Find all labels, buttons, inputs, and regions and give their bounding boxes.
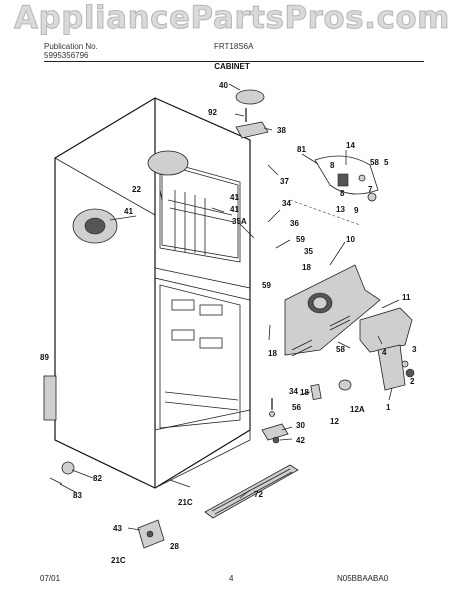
callout-43: 43	[113, 524, 122, 533]
callout-21C: 21C	[111, 556, 126, 565]
callout-36: 36	[290, 219, 299, 228]
callout-18: 18	[300, 388, 309, 397]
callout-11: 11	[402, 293, 411, 302]
callout-82: 82	[93, 474, 102, 483]
callout-72: 72	[254, 490, 263, 499]
callout-81: 81	[297, 145, 306, 154]
cabinet-body	[54, 97, 251, 489]
callout-4: 4	[382, 348, 387, 357]
section-title: CABINET	[214, 62, 250, 71]
part-38	[235, 121, 269, 139]
callout-7: 7	[368, 185, 373, 194]
watermark: AppliancePartsPros.com	[14, 0, 450, 37]
callout-13: 13	[336, 205, 345, 214]
callout-18: 18	[302, 263, 311, 272]
publication-label: Publication No.	[44, 42, 98, 51]
callout-8: 8	[340, 189, 345, 198]
part-72	[204, 464, 299, 519]
callout-35: 35	[304, 247, 313, 256]
callout-10: 10	[346, 235, 355, 244]
part-10	[284, 264, 381, 356]
callout-14: 14	[346, 141, 355, 150]
callout-35A: 35A	[232, 217, 247, 226]
footer-date: 07/01	[40, 574, 61, 583]
callout-8: 8	[330, 161, 335, 170]
callout-5: 5	[384, 158, 389, 167]
callout-34: 34	[289, 387, 298, 396]
part-11	[359, 307, 413, 353]
callout-38: 38	[277, 126, 286, 135]
header-rule	[44, 61, 424, 62]
callout-12: 12	[330, 417, 339, 426]
callout-1: 1	[386, 403, 391, 412]
callout-34: 34	[282, 199, 291, 208]
callout-2: 2	[410, 377, 415, 386]
callout-40: 40	[219, 81, 228, 90]
callout-58: 58	[370, 158, 379, 167]
publication-number: 5995356796	[44, 51, 89, 60]
callout-92: 92	[208, 108, 217, 117]
callout-89: 89	[40, 353, 49, 362]
callout-12A: 12A	[350, 405, 365, 414]
callout-83: 83	[73, 491, 82, 500]
callout-30: 30	[296, 421, 305, 430]
callout-56: 56	[292, 403, 301, 412]
callout-58: 58	[336, 345, 345, 354]
callout-18: 18	[268, 349, 277, 358]
callout-41: 41	[230, 205, 239, 214]
callout-41: 41	[230, 193, 239, 202]
part-40	[235, 89, 265, 105]
part-14-assembly	[314, 155, 379, 202]
callout-42: 42	[296, 436, 305, 445]
footer-code: N05BBAABA0	[337, 574, 389, 583]
callout-3: 3	[412, 345, 417, 354]
callout-21C: 21C	[178, 498, 193, 507]
callout-28: 28	[170, 542, 179, 551]
callout-59: 59	[296, 235, 305, 244]
model-number: FRT18S6A	[214, 42, 254, 51]
callout-59: 59	[262, 281, 271, 290]
callout-22: 22	[132, 185, 141, 194]
callout-37: 37	[280, 177, 289, 186]
callout-9: 9	[354, 206, 359, 215]
callout-41: 41	[124, 207, 133, 216]
footer-page: 4	[229, 574, 234, 583]
